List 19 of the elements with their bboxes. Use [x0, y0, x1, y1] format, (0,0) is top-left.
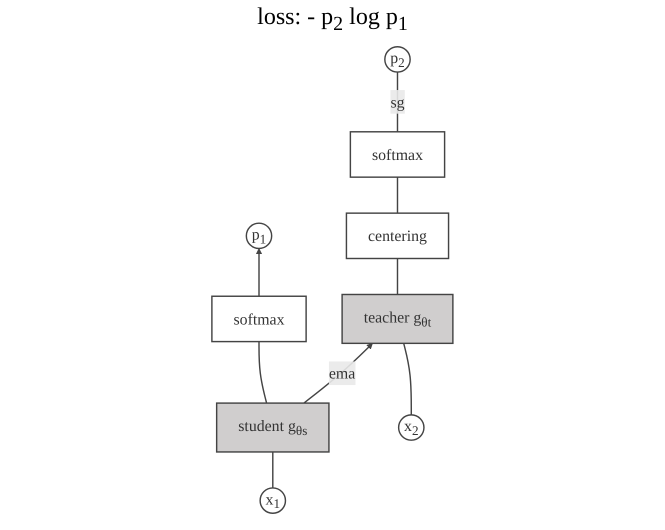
node-box: softmax [350, 130, 446, 178]
node-circle: p$_{2}$ [384, 46, 411, 73]
edge-label: ema [328, 364, 356, 382]
node-circle: p$_{1}$ [246, 222, 272, 249]
node-box: student g$_{θs}$ [216, 402, 330, 452]
edge-label: sg [390, 92, 405, 111]
connector [258, 341, 268, 404]
connector [272, 452, 274, 488]
arrow [256, 248, 262, 296]
arrow [304, 342, 373, 404]
node-box: centering [346, 212, 450, 260]
connector [403, 342, 412, 415]
loss-formula: loss: - p$_{2}$ log p$_{1}$ [256, 4, 409, 36]
node-circle: x$_{2}$ [398, 414, 425, 441]
node-box: softmax [211, 295, 307, 342]
connector [396, 258, 398, 294]
connector [396, 176, 398, 213]
node-box: teacher g$_{θt}$ [342, 294, 454, 344]
node-circle: x$_{1}$ [260, 487, 286, 514]
